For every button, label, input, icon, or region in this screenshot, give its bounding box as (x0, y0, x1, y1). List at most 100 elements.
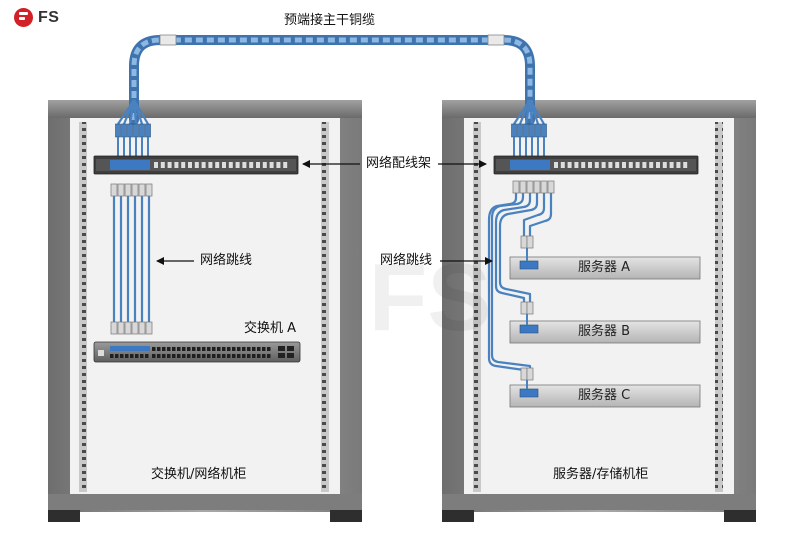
patch-cords-left (110, 183, 153, 335)
port (242, 162, 247, 168)
trunk-fanout-right (513, 99, 545, 125)
port (232, 354, 236, 358)
port (256, 162, 260, 168)
port (574, 162, 579, 168)
left-rack-base (48, 494, 362, 510)
port (283, 162, 288, 168)
port (177, 347, 181, 351)
port (237, 354, 241, 358)
port (145, 354, 149, 358)
port (177, 354, 181, 358)
port (262, 354, 266, 358)
port (247, 347, 251, 351)
patch-cords-right (487, 180, 555, 389)
port (167, 347, 171, 351)
port (217, 347, 221, 351)
patch-panel-right (493, 155, 699, 175)
port (162, 347, 166, 351)
trunk-boot-left (159, 34, 177, 46)
port (207, 347, 211, 351)
patch-panel-label: 网络配线架 (366, 156, 432, 171)
port (160, 162, 165, 168)
port (202, 347, 206, 351)
watermark: FS (369, 244, 492, 351)
port (228, 162, 233, 168)
patch-panel-left (93, 155, 299, 175)
port (622, 162, 626, 168)
port (554, 162, 558, 168)
port (207, 354, 211, 358)
port (252, 354, 256, 358)
patch-cords-right-plugs-bottom (520, 235, 534, 381)
right-rack-base (442, 494, 756, 510)
left-rack-foot-left (48, 510, 80, 522)
port (222, 354, 226, 358)
server-b (509, 320, 701, 344)
port (197, 354, 201, 358)
port (227, 354, 231, 358)
port (192, 354, 196, 358)
port (276, 162, 281, 168)
server-c (509, 384, 701, 408)
port (262, 347, 266, 351)
right-rack-interior (464, 118, 734, 494)
port (187, 347, 191, 351)
port (152, 347, 156, 351)
port (152, 354, 156, 358)
right-rack-foot-left (442, 510, 474, 522)
port (560, 162, 565, 168)
port (594, 162, 599, 168)
port (249, 162, 254, 168)
port (192, 347, 196, 351)
port (125, 354, 129, 358)
switch-a (93, 341, 301, 363)
trunk-cable (115, 34, 547, 156)
trunk-drops (117, 137, 545, 156)
port (162, 354, 166, 358)
fs-logo-icon (14, 8, 33, 27)
port (194, 162, 199, 168)
port (237, 347, 241, 351)
port (235, 162, 240, 168)
trunk-cable-label: 预端接主干铜缆 (284, 13, 376, 28)
switch-status-light (98, 350, 104, 356)
switch-uplinks (278, 346, 294, 358)
port (267, 347, 271, 351)
patch-panel-right-ports (554, 162, 688, 168)
port (257, 354, 261, 358)
port (181, 162, 186, 168)
port (635, 162, 640, 168)
server-a (509, 256, 701, 280)
port (120, 354, 124, 358)
port (232, 347, 236, 351)
patch-cords-left-wires (112, 196, 151, 324)
server-b-label: 服务器 B (578, 324, 631, 339)
port (601, 162, 606, 168)
port (242, 347, 246, 351)
port (581, 162, 586, 168)
right-rack-label: 服务器/存储机柜 (553, 467, 649, 482)
right-rack-rail-right (715, 122, 723, 492)
patch-cords-left-plugs-bottom (110, 321, 153, 335)
port (110, 354, 114, 358)
trunk-boot-right (487, 34, 505, 46)
port (615, 162, 620, 168)
trunk-fanout-left (117, 99, 149, 125)
port (202, 354, 206, 358)
server-c-label: 服务器 C (578, 388, 631, 403)
port (174, 162, 179, 168)
port (669, 162, 674, 168)
port (222, 162, 226, 168)
port (588, 162, 592, 168)
port (267, 354, 271, 358)
port (130, 354, 134, 358)
fs-logo: FS (14, 8, 59, 27)
port (608, 162, 613, 168)
port (212, 347, 216, 351)
server-a-label: 服务器 A (578, 260, 631, 275)
right-rack-foot-right (724, 510, 756, 522)
patch-cords-left-plugs-top (110, 183, 153, 197)
patch-panel-left-ports (154, 162, 288, 168)
left-rack-top (48, 100, 362, 118)
